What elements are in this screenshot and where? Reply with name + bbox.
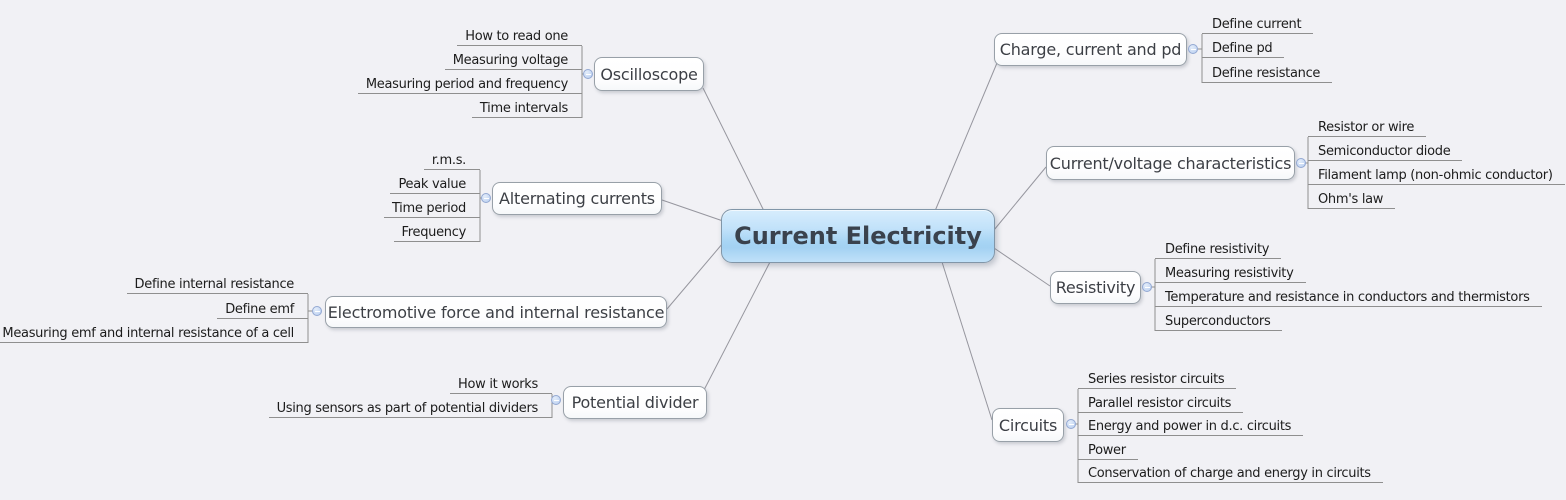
subtopic-using-sensors[interactable]: Using sensors as part of potential divid…	[268, 400, 552, 418]
topic-oscilloscope[interactable]: Oscilloscope	[594, 57, 704, 91]
subtopic-define-current[interactable]: Define current	[1202, 16, 1314, 34]
topic-circuits[interactable]: Circuits	[992, 408, 1064, 442]
subtopic-frequency[interactable]: Frequency	[393, 224, 480, 242]
topic-charge-current-pd[interactable]: Charge, current and pd	[994, 33, 1187, 66]
subtopic-temperature-and-resistance[interactable]: Temperature and resistance in conductors…	[1155, 289, 1542, 307]
subtopic-peak-value[interactable]: Peak value	[390, 176, 480, 194]
subtopic-parallel-resistor-circuits[interactable]: Parallel resistor circuits	[1078, 395, 1244, 413]
subtopic-measuring-emf-cell[interactable]: Measuring emf and internal resistance of…	[0, 325, 308, 343]
collapse-toggle-charge-current-pd[interactable]	[1188, 44, 1198, 54]
subtopic-define-emf[interactable]: Define emf	[217, 301, 308, 319]
topic-alternating-currents[interactable]: Alternating currents	[492, 182, 662, 215]
minus-icon	[585, 73, 591, 75]
subtopic-resistor-or-wire[interactable]: Resistor or wire	[1308, 119, 1427, 137]
collapse-toggle-current-voltage-characteristics[interactable]	[1296, 158, 1306, 168]
central-topic[interactable]: Current Electricity	[721, 209, 995, 263]
collapse-toggle-oscilloscope[interactable]	[583, 69, 593, 79]
subtopic-series-resistor-circuits[interactable]: Series resistor circuits	[1078, 371, 1237, 389]
subtopic-how-to-read-one[interactable]: How to read one	[457, 28, 582, 46]
subtopic-superconductors[interactable]: Superconductors	[1155, 313, 1283, 331]
topic-resistivity[interactable]: Resistivity	[1050, 271, 1141, 304]
collapse-toggle-potential-divider[interactable]	[551, 395, 561, 405]
collapse-toggle-electromotive-force[interactable]	[312, 306, 322, 316]
minus-icon	[314, 310, 320, 312]
subtopic-define-resistivity[interactable]: Define resistivity	[1155, 241, 1282, 259]
collapse-toggle-alternating-currents[interactable]	[481, 193, 491, 203]
topic-electromotive-force[interactable]: Electromotive force and internal resista…	[325, 296, 667, 328]
minus-icon	[1144, 286, 1150, 288]
minus-icon	[1298, 162, 1304, 164]
collapse-toggle-circuits[interactable]	[1066, 419, 1076, 429]
subtopic-measuring-resistivity[interactable]: Measuring resistivity	[1155, 265, 1306, 283]
subtopic-measuring-voltage[interactable]: Measuring voltage	[444, 52, 582, 70]
subtopic-time-period[interactable]: Time period	[383, 200, 480, 218]
subtopic-measuring-period-and-frequency[interactable]: Measuring period and frequency	[357, 76, 582, 94]
minus-icon	[553, 399, 559, 401]
subtopic-conservation-of-charge[interactable]: Conservation of charge and energy in cir…	[1078, 465, 1383, 483]
subtopic-define-resistance[interactable]: Define resistance	[1202, 65, 1333, 83]
subtopic-rms[interactable]: r.m.s.	[423, 152, 480, 170]
subtopic-semiconductor-diode[interactable]: Semiconductor diode	[1308, 143, 1463, 161]
minus-icon	[483, 197, 489, 199]
subtopic-time-intervals[interactable]: Time intervals	[471, 100, 582, 118]
topic-potential-divider[interactable]: Potential divider	[563, 386, 707, 419]
subtopic-define-pd[interactable]: Define pd	[1202, 40, 1285, 58]
subtopic-energy-and-power-dc[interactable]: Energy and power in d.c. circuits	[1078, 418, 1304, 436]
topic-current-voltage-characteristics[interactable]: Current/voltage characteristics	[1046, 146, 1295, 180]
subtopic-filament-lamp[interactable]: Filament lamp (non-ohmic conductor)	[1308, 167, 1565, 185]
minus-icon	[1190, 48, 1196, 50]
subtopic-ohms-law[interactable]: Ohm's law	[1308, 191, 1396, 209]
collapse-toggle-resistivity[interactable]	[1142, 282, 1152, 292]
minus-icon	[1068, 423, 1074, 425]
subtopic-define-internal-resistance[interactable]: Define internal resistance	[126, 276, 308, 294]
subtopic-power[interactable]: Power	[1078, 442, 1138, 460]
subtopic-how-it-works[interactable]: How it works	[450, 376, 552, 394]
